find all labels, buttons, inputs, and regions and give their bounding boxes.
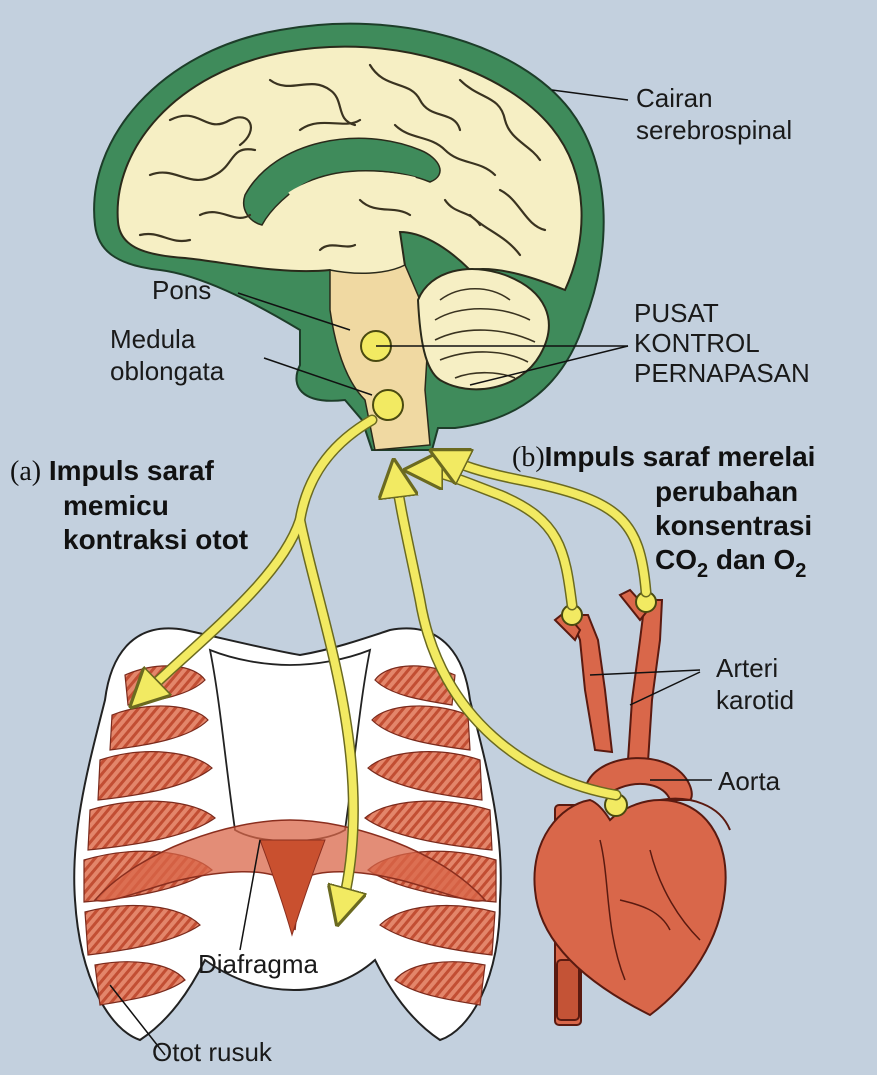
panel-b-line4: CO2 dan O2: [512, 543, 815, 580]
gas-co: CO: [655, 544, 697, 575]
panel-a-line2: memicu: [10, 489, 248, 523]
panel-a-tag: (a): [10, 456, 41, 487]
label-medula-oblongata: Medula oblongata: [110, 323, 224, 387]
label-pusat-line2: KONTROL: [634, 328, 810, 358]
panel-b-line2: perubahan: [512, 475, 815, 509]
respiratory-center-medulla: [373, 390, 403, 420]
label-pusat-kontrol: PUSAT KONTROL PERNAPASAN: [634, 298, 810, 388]
panel-a-line1: (a) Impuls saraf: [10, 454, 248, 489]
panel-b-tag: (b): [512, 442, 545, 473]
gas-mid: dan O: [708, 544, 795, 575]
label-pusat-line3: PERNAPASAN: [634, 358, 810, 388]
carotid-right: [628, 600, 662, 762]
gas-o-sub: 2: [795, 560, 806, 582]
label-medula-line2: oblongata: [110, 355, 224, 387]
panel-b-line1: (b)Impuls saraf merelai: [512, 440, 815, 475]
label-diafragma: Diafragma: [198, 948, 318, 980]
label-cairan-serebrospinal: Cairan serebrospinal: [636, 82, 792, 146]
label-arteri-karotid: Arteri karotid: [716, 652, 794, 716]
label-arteri-line2: karotid: [716, 684, 794, 716]
label-cairan-line2: serebrospinal: [636, 114, 792, 146]
label-cairan-line1: Cairan: [636, 82, 792, 114]
panel-b-caption: (b)Impuls saraf merelai perubahan konsen…: [512, 440, 815, 580]
panel-a-line3: kontraksi otot: [10, 523, 248, 557]
label-medula-line1: Medula: [110, 323, 224, 355]
heart-and-arteries: [534, 590, 730, 1025]
label-aorta: Aorta: [718, 765, 780, 797]
panel-b-line3: konsentrasi: [512, 509, 815, 543]
panel-a-text1: Impuls saraf: [49, 455, 214, 486]
panel-a-caption: (a) Impuls saraf memicu kontraksi otot: [10, 454, 248, 557]
label-arteri-line1: Arteri: [716, 652, 794, 684]
panel-b-text1: Impuls saraf merelai: [545, 441, 816, 472]
label-otot-rusuk: Otot rusuk: [152, 1036, 272, 1068]
label-pons: Pons: [152, 274, 211, 306]
label-pusat-line1: PUSAT: [634, 298, 810, 328]
gas-co-sub: 2: [697, 560, 708, 582]
